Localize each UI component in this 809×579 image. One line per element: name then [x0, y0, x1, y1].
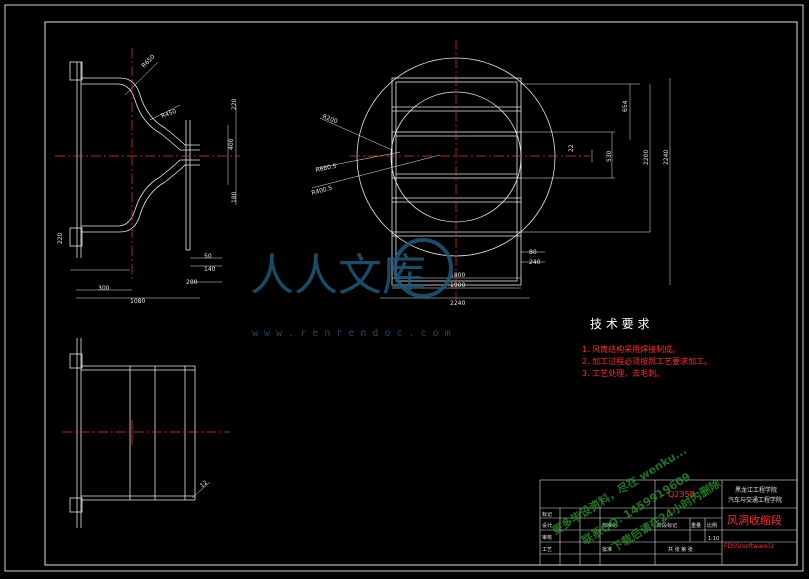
dim-2240-h: 2240 — [450, 300, 465, 307]
dim-r680: R680.5 — [315, 163, 338, 174]
dim-80: 80 — [529, 249, 537, 256]
dim-300: 300 — [98, 285, 110, 292]
dim-200: 200 — [186, 279, 198, 286]
stage-label: 阶段标记 — [657, 522, 677, 529]
date-label: 批准 — [602, 546, 612, 553]
side-profile-view — [69, 61, 237, 299]
dim-12: 12 — [199, 479, 209, 489]
dim-220-top: 220 — [231, 98, 238, 110]
dim-654: 654 — [622, 100, 629, 112]
tech-item-3: 3. 工艺处理，去毛刺。 — [582, 368, 664, 378]
dim-r400: R400.5 — [311, 185, 334, 197]
dim-r650: R650 — [140, 53, 156, 69]
dim-1800: 1800 — [450, 272, 465, 279]
material-label: Q235B — [668, 490, 695, 499]
dim-2240-v: 2240 — [663, 150, 670, 165]
dim-220-bottom: 220 — [57, 232, 64, 244]
std-label: 标准化 — [602, 522, 617, 529]
tech-item-1: 1. 风筒结构采用焊接制成。 — [582, 344, 680, 354]
dim-1080: 1080 — [130, 298, 145, 305]
tech-item-2: 2. 加工过程必须按照工艺要求加工。 — [582, 356, 712, 366]
inner-border — [44, 21, 798, 566]
dim-180: 180 — [231, 191, 238, 203]
row-label-mark: 标记 — [542, 511, 552, 518]
sheet-label: 共 张 第 张 — [668, 546, 693, 553]
green-watermarks: 更多毕设资料，尽在 wenku... 联系QQ: 1459919609 下载后请… — [549, 443, 724, 555]
dim-r450: R450 — [160, 108, 177, 120]
scale-label: 比例 — [707, 522, 717, 529]
dim-r200: R200 — [321, 113, 338, 125]
dim-400: 400 — [228, 138, 235, 150]
tech-heading: 技 术 要 求 — [590, 317, 649, 331]
front-view — [311, 57, 671, 299]
renrendoc-logo: 人人文库 w w w . r e n r e n d o c . c o m — [250, 238, 453, 339]
dim-240: 240 — [529, 259, 541, 266]
svg-text:人人文库: 人人文库 — [250, 250, 426, 301]
logo-url: w w w . r e n r e n d o c . c o m — [252, 328, 451, 339]
dim-50: 50 — [204, 253, 212, 260]
row-label-review: 审核 — [542, 534, 552, 541]
row-label-process: 工艺 — [542, 547, 552, 553]
dept-name: 汽车与交通工程学院 — [728, 496, 782, 504]
title-block — [539, 479, 798, 566]
dim-2200: 2200 — [643, 150, 650, 165]
drawing-number: FDSS(software)2 — [724, 543, 774, 550]
dim-140: 140 — [204, 266, 216, 273]
scale-value: 1:10 — [708, 536, 719, 542]
dim-1900: 1900 — [450, 282, 465, 289]
dim-530: 530 — [606, 150, 613, 162]
bottom-view — [69, 338, 211, 528]
school-name: 黑龙江工程学院 — [735, 486, 777, 494]
outer-border — [4, 4, 804, 572]
part-name: 风洞收缩段 — [727, 513, 782, 527]
dim-22: 22 — [568, 144, 575, 152]
weight-label: 重量 — [691, 522, 701, 529]
row-label-design: 设计 — [542, 522, 552, 529]
